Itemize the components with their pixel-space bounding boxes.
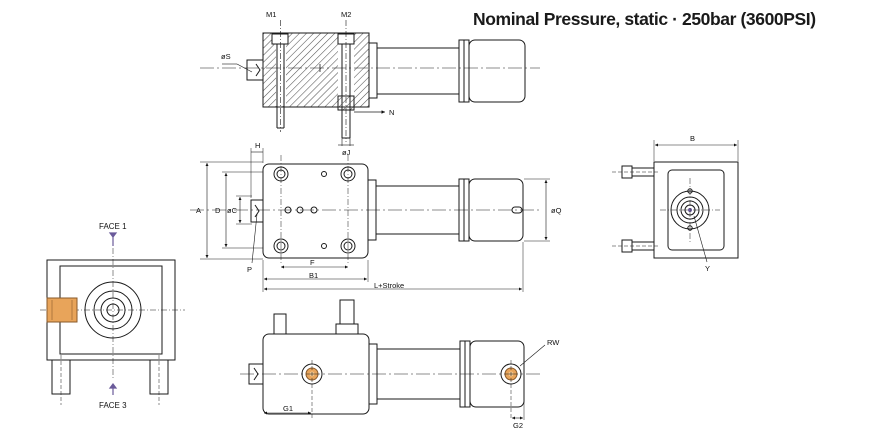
label-p: P — [247, 265, 252, 274]
label-rw: RW — [547, 338, 560, 347]
label-n: N — [389, 108, 394, 117]
label-m1: M1 — [266, 10, 276, 19]
label-f: F — [310, 258, 315, 267]
label-m2: M2 — [341, 10, 351, 19]
left-end-view — [40, 248, 185, 405]
label-l-stroke: L+Stroke — [374, 281, 404, 290]
label-h: H — [255, 141, 260, 150]
label-oc: øC — [227, 206, 238, 215]
face3-arrow-icon — [108, 383, 118, 395]
label-face1: FACE 1 — [99, 222, 127, 231]
label-g2: G2 — [513, 421, 523, 430]
bottom-side-view — [240, 299, 546, 420]
label-y: Y — [705, 264, 710, 273]
label-g1: G1 — [283, 404, 293, 413]
label-b: B — [690, 134, 695, 143]
middle-front-view — [190, 148, 550, 292]
label-os: øS — [221, 52, 231, 61]
middle-body — [262, 163, 369, 259]
label-face3: FACE 3 — [99, 401, 127, 410]
label-b1: B1 — [309, 271, 318, 280]
m1-bolt-head — [271, 33, 289, 45]
right-end-view — [612, 140, 739, 263]
label-d: D — [215, 206, 221, 215]
label-oq: øQ — [551, 206, 562, 215]
label-oj: øJ — [342, 148, 351, 157]
page-title: Nominal Pressure, static · 250bar (3600P… — [473, 9, 816, 29]
face1-arrow-icon — [108, 232, 118, 246]
label-a: A — [196, 206, 201, 215]
top-port-stub — [246, 59, 264, 81]
face-port-orange — [46, 297, 78, 323]
top-section-view — [200, 20, 540, 146]
